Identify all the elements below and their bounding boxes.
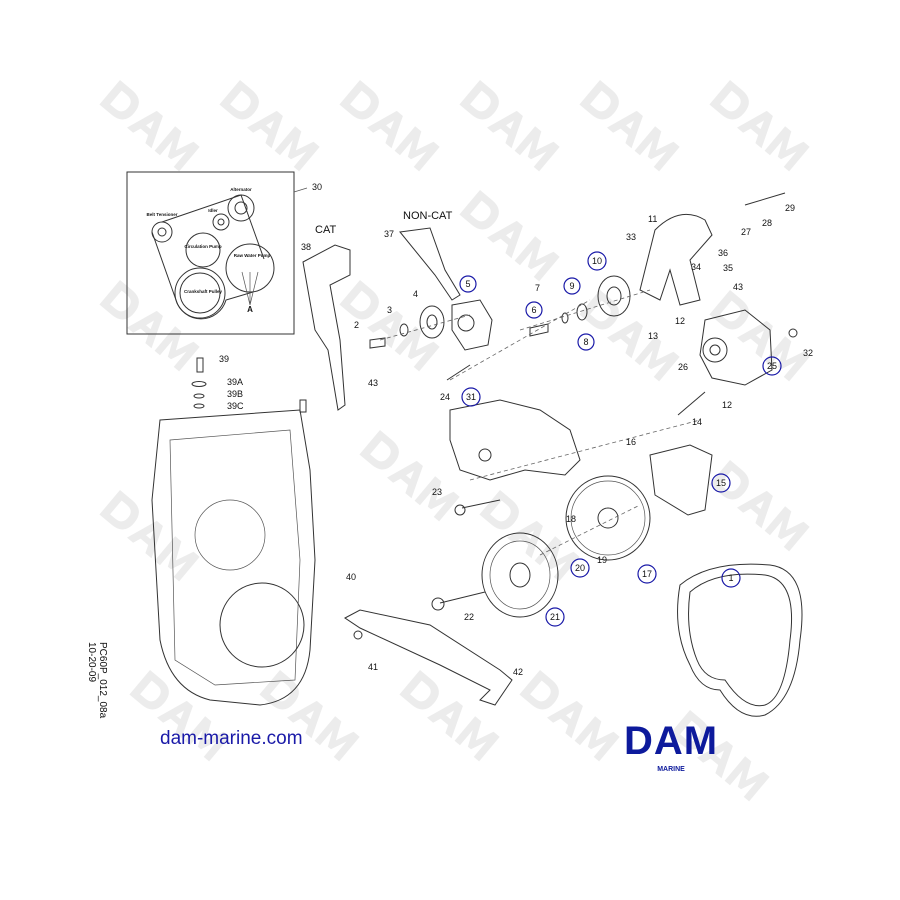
callouts: 30 38 37 2 3 4 43 24 7 11 33 36 34 35 43… [219, 182, 813, 677]
callout-11: 11 [648, 214, 657, 224]
callout-39b: 39B [227, 389, 243, 399]
callout-33: 33 [626, 232, 636, 242]
inset-label-idler: Idler [208, 208, 218, 213]
callout-8: 8 [583, 337, 588, 347]
callout-17: 17 [642, 569, 652, 579]
callout-34: 34 [691, 262, 701, 272]
callout-35: 35 [723, 263, 733, 273]
drawing-code: PC60P_012_08a 10-20-09 [86, 642, 108, 732]
callout-27: 27 [741, 227, 751, 237]
callout-7: 7 [535, 283, 540, 293]
callout-15: 15 [716, 478, 726, 488]
dam-marine-logo: DAM MARINE [605, 719, 737, 773]
callout-13: 13 [648, 331, 658, 341]
inset-label-crankshaft-pulley: Crankshaft Pulley [184, 289, 223, 294]
callout-4: 4 [413, 289, 418, 299]
logo-sub: MARINE [657, 766, 685, 773]
inset-label-belt-tensioner: Belt Tensioner [147, 212, 178, 217]
callout-1: 1 [728, 573, 733, 583]
callout-40: 40 [346, 572, 356, 582]
callout-39: 39 [219, 354, 229, 364]
inset-label-a: A [247, 305, 253, 314]
logo-main: DAM [623, 719, 719, 763]
callout-43-left: 43 [368, 378, 378, 388]
callout-25: 25 [767, 361, 777, 371]
callout-21: 21 [550, 612, 560, 622]
inset-label-alternator: Alternator [230, 187, 252, 192]
parts-drawing [151, 192, 803, 717]
callout-29: 29 [785, 203, 795, 213]
callout-28: 28 [762, 218, 772, 228]
belt-routing-inset: Alternator Idler Belt Tensioner Circulat… [126, 171, 308, 335]
callout-6: 6 [531, 305, 536, 315]
callout-24: 24 [440, 392, 450, 402]
drawing-code-id: PC60P_012_08a [97, 642, 108, 719]
callout-10: 10 [592, 256, 602, 266]
callout-19: 19 [597, 555, 607, 565]
callout-12-bottom: 12 [722, 400, 732, 410]
callout-9: 9 [569, 281, 574, 291]
callout-42: 42 [513, 667, 523, 677]
heading-non-cat: NON-CAT [403, 210, 453, 222]
callout-23: 23 [432, 487, 442, 497]
callout-16: 16 [626, 437, 636, 447]
heading-cat: CAT [315, 224, 336, 236]
inset-label-raw-water-pump: Raw Water Pump [234, 253, 271, 258]
callout-12-top: 12 [675, 316, 685, 326]
callout-26: 26 [678, 362, 688, 372]
callout-37: 37 [384, 229, 394, 239]
circled-callouts: 5 6 8 9 10 31 25 15 17 20 21 1 [459, 251, 782, 627]
callout-5: 5 [465, 279, 470, 289]
callout-20: 20 [575, 563, 585, 573]
inset-label-circulation-pump: Circulation Pump [184, 244, 222, 249]
callout-36: 36 [718, 248, 728, 258]
watermark [99, 80, 810, 802]
callout-2: 2 [354, 320, 359, 330]
callout-39a: 39A [227, 377, 243, 387]
callout-31: 31 [466, 392, 476, 402]
callout-39c: 39C [227, 401, 244, 411]
callout-3: 3 [387, 305, 392, 315]
website-link[interactable]: dam-marine.com [160, 728, 303, 749]
drawing-code-date: 10-20-09 [86, 642, 97, 683]
callout-38: 38 [301, 242, 311, 252]
callout-41: 41 [368, 662, 378, 672]
callout-22: 22 [464, 612, 474, 622]
callout-14: 14 [692, 417, 702, 427]
callout-43-right: 43 [733, 282, 743, 292]
callout-32: 32 [803, 348, 813, 358]
callout-30: 30 [312, 182, 322, 192]
callout-18: 18 [566, 514, 576, 524]
